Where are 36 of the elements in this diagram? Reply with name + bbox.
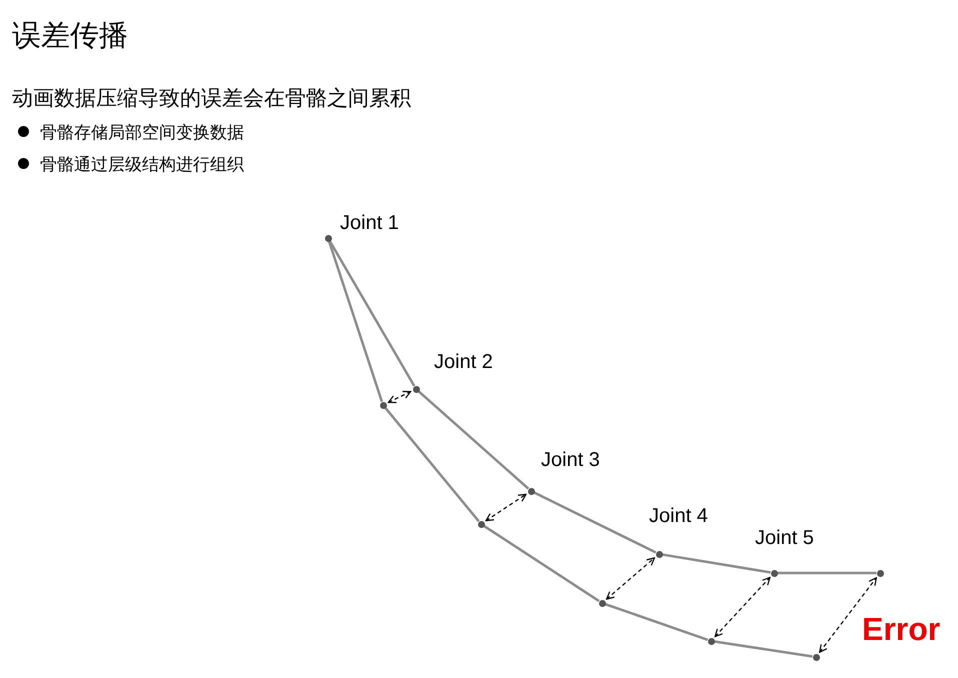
- joint-dot: [770, 570, 778, 576]
- joint-label: Joint 4: [649, 505, 708, 528]
- error-arrow: [485, 494, 527, 522]
- joint-dot: [876, 570, 884, 576]
- bone-line: [384, 406, 480, 522]
- joint-dot: [478, 520, 484, 528]
- bone-line: [328, 240, 416, 387]
- error-arrow: [606, 557, 656, 600]
- bone-line: [662, 553, 771, 574]
- joint-label: Joint 1: [340, 212, 399, 235]
- joint-label: Joint 3: [541, 449, 600, 472]
- joint-dot: [528, 488, 534, 494]
- joint-dot: [708, 638, 714, 644]
- bone-line: [418, 390, 530, 490]
- bone-line: [328, 240, 384, 402]
- joint-dot: [412, 386, 420, 392]
- bone-line: [778, 572, 876, 574]
- bullet-text: 骨骼通过层级结构进行组织: [40, 154, 244, 176]
- joint-dot: [598, 600, 606, 606]
- bone-line: [604, 602, 708, 642]
- bone-line: [534, 491, 656, 554]
- joint-label: Joint 5: [755, 527, 814, 550]
- error-arrow: [388, 390, 412, 404]
- title: 误差传播: [12, 17, 128, 54]
- bullet-text: 骨骼存储局部空间变换数据: [40, 122, 244, 144]
- joint-label: Joint 2: [434, 351, 493, 374]
- error-arrow: [819, 577, 877, 653]
- joint-dot: [656, 550, 662, 558]
- bone-line: [714, 640, 813, 658]
- subtitle-text: 动画数据压缩导致的误差会在骨骼之间累积: [12, 85, 411, 112]
- bone-line: [483, 524, 600, 602]
- joint-dot: [380, 402, 386, 408]
- joint-dot: [324, 234, 332, 242]
- joint-dot: [812, 654, 820, 660]
- error-arrow: [714, 576, 770, 638]
- error-label: Error: [862, 611, 940, 648]
